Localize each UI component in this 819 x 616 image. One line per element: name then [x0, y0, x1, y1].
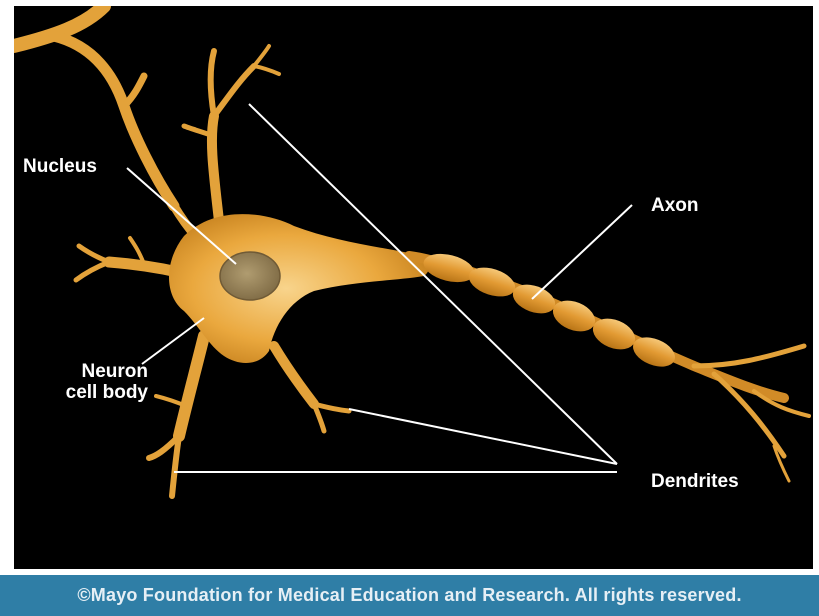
neuron-cell-body-label-line2: cell body	[36, 382, 148, 403]
axon-label: Axon	[651, 195, 699, 216]
nucleus	[220, 252, 280, 300]
dendrites-label: Dendrites	[651, 471, 739, 492]
copyright-text: ©Mayo Foundation for Medical Education a…	[0, 575, 819, 616]
leader-line-axon	[532, 205, 632, 299]
diagram-panel: Nucleus Axon Neuron cell body Dendrites	[14, 6, 813, 569]
leader-line-dendrite-lower	[349, 409, 617, 464]
axon	[409, 249, 809, 481]
nucleus-label: Nucleus	[23, 156, 97, 177]
neuron-cell-body-label: Neuron cell body	[36, 361, 148, 403]
dendrite-upper	[184, 46, 279, 221]
neuron-cell-body-label-line1: Neuron	[36, 361, 148, 382]
copyright-bar: ©Mayo Foundation for Medical Education a…	[0, 575, 819, 616]
